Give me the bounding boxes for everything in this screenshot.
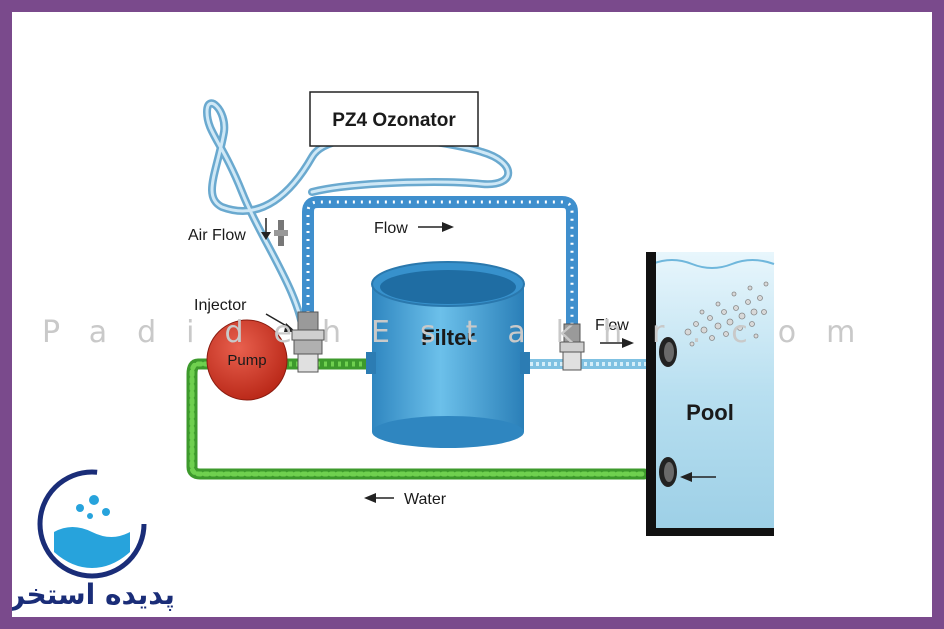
diagram-canvas: PZ4 Ozonator Air Flow Flow Injector	[12, 12, 932, 617]
outlet-fitting	[559, 323, 585, 371]
pool-label: Pool	[686, 400, 734, 425]
air-flow-arrow	[261, 218, 271, 240]
water-pipe	[186, 358, 650, 480]
bypass-hose	[302, 196, 578, 342]
ozone-system-diagram: PZ4 Ozonator Air Flow Flow Injector	[12, 91, 885, 611]
company-logo: پدیده استخر	[12, 469, 175, 611]
water-label: Water	[404, 491, 447, 508]
logo-text: پدیده استخر	[12, 578, 175, 611]
pool-inlet-return	[659, 337, 677, 367]
injector	[291, 311, 325, 373]
ozone-hose	[202, 99, 513, 341]
flow-right-label: Flow	[595, 317, 629, 334]
ozone-bubbles	[684, 281, 769, 347]
ozonator-box: PZ4 Ozonator	[309, 91, 479, 147]
pool: Pool	[646, 252, 775, 536]
filter-tank: Filter	[366, 261, 530, 448]
pool-drain-arrow	[680, 472, 716, 482]
filter-label: Filter	[421, 325, 475, 350]
flow-top-arrow	[418, 222, 454, 232]
air-valve	[274, 220, 288, 246]
water-arrow	[364, 493, 394, 503]
injector-label: Injector	[194, 297, 247, 314]
air-flow-label: Air Flow	[188, 227, 246, 244]
pump-label: Pump	[227, 352, 266, 369]
flow-right-arrow	[600, 338, 634, 348]
flow-top-label: Flow	[374, 220, 408, 237]
pool-outlet-drain	[659, 457, 677, 487]
watermark-text: PadidehEstakhr.com	[42, 315, 885, 350]
ozonator-label: PZ4 Ozonator	[332, 110, 456, 131]
pump: Pump	[206, 319, 288, 401]
